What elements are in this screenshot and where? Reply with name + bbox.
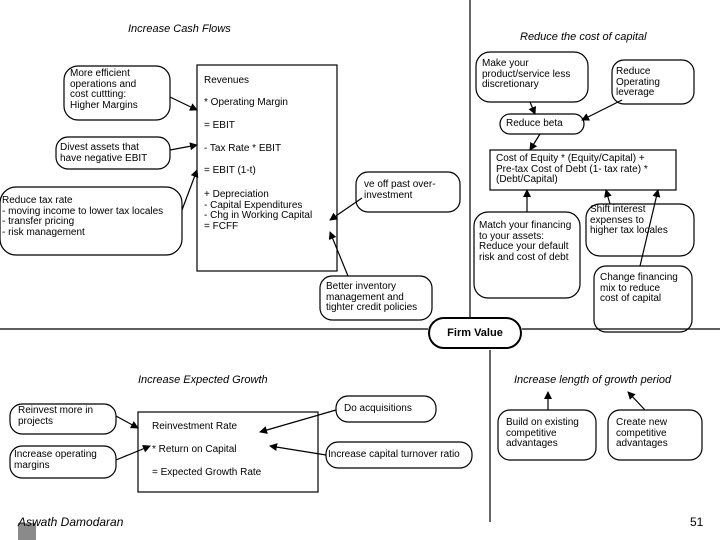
reinvest-text: Reinvest more in projects	[18, 405, 94, 427]
title-increase-growth-period: Increase length of growth period	[514, 374, 672, 386]
acquisitions-bubble	[335, 395, 437, 423]
divest-bubble	[55, 136, 171, 170]
title-increase-expected-growth: Increase Expected Growth	[138, 374, 268, 386]
fcff-ebit: = EBIT	[204, 120, 235, 131]
acquisitions-text: Do acquisitions	[344, 403, 412, 414]
growth-expected-rate: = Expected Growth Rate	[152, 467, 262, 478]
leverage-bubble	[611, 59, 695, 105]
efficient-ops-bubble	[63, 65, 171, 121]
discretionary-bubble	[475, 51, 589, 103]
arrow-create	[627, 391, 646, 411]
build-bubble	[497, 409, 597, 461]
reduce-tax-text: Reduce tax rate - moving income to lower…	[2, 195, 164, 238]
coe-formula-text: Cost of Equity * (Equity/Capital) + Pre-…	[496, 153, 648, 185]
footer-author: Aswath Damodaran	[18, 515, 124, 529]
reduce-tax-bubble	[0, 186, 183, 256]
coe-formula-box-border	[489, 149, 677, 191]
footer-page-number: 51	[690, 515, 704, 529]
divest-text: Divest assets that have negative EBIT	[60, 142, 148, 164]
arrow-inventory	[328, 231, 349, 277]
fcff-box-border	[196, 64, 338, 272]
build-text: Build on existing competitive advantages	[506, 417, 579, 449]
beta-bubble	[499, 113, 585, 135]
shift-interest-bubble	[585, 203, 695, 257]
cut-past-bubble	[355, 171, 461, 213]
arrow-discretionary	[528, 101, 536, 115]
growth-formula-box-border	[137, 411, 319, 493]
arrow-cut-past	[329, 197, 363, 221]
op-margins-text: Increase operating margins	[14, 449, 97, 471]
change-mix-text: Change financing mix to reduce cost of c…	[600, 272, 678, 304]
arrow-reinvest	[115, 415, 139, 429]
arrow-turnover	[269, 443, 327, 456]
arrow-efficient-ops	[169, 96, 198, 111]
inventory-bubble	[319, 275, 433, 321]
reinvest-bubble	[9, 403, 117, 435]
firm-value-node: Firm Value	[428, 317, 522, 349]
arrow-change-mix	[639, 189, 661, 267]
fcff-reinvestment: + Depreciation - Capital Expenditures - …	[204, 189, 313, 232]
title-reduce-cost-of-capital: Reduce the cost of capital	[520, 31, 647, 43]
match-financing-text: Match your financing to your assets: Red…	[479, 220, 572, 263]
beta-text: Reduce beta	[506, 118, 563, 129]
arrow-reduce-tax	[181, 169, 199, 211]
arrow-beta	[529, 133, 541, 151]
title-increase-cash-flows: Increase Cash Flows	[128, 23, 231, 35]
create-bubble	[607, 409, 703, 461]
change-mix-bubble	[593, 265, 693, 333]
create-text: Create new competitive advantages	[616, 417, 668, 449]
fcff-operating-margin: * Operating Margin	[204, 97, 288, 108]
op-margins-bubble	[9, 445, 117, 479]
leverage-text: Reduce Operating leverage	[616, 66, 660, 98]
efficient-ops-text: More efficient operations and cost cuttt…	[70, 68, 138, 111]
shift-interest-text: Shift interest expenses to higher tax lo…	[590, 204, 668, 236]
arrow-acquisitions	[259, 409, 337, 434]
fcff-ebit-1-t: = EBIT (1-t)	[204, 165, 256, 176]
arrow-leverage	[581, 99, 623, 121]
discretionary-text: Make your product/service less discretio…	[482, 58, 571, 90]
arrow-shift-interest	[604, 189, 612, 205]
footer-square	[18, 523, 36, 540]
arrow-divest	[169, 142, 198, 151]
fcff-tax: - Tax Rate * EBIT	[204, 143, 282, 154]
inventory-text: Better inventory management and tighter …	[326, 281, 418, 313]
fcff-revenues: Revenues	[204, 75, 250, 86]
turnover-text: Increase capital turnover ratio	[328, 449, 460, 460]
growth-return-on-capital: * Return on Capital	[152, 444, 237, 455]
arrow-op-margins	[115, 444, 151, 461]
cut-past-text: ve off past over- investment	[364, 179, 436, 201]
firm-value-label: Firm Value	[447, 327, 503, 339]
growth-reinvestment-rate: Reinvestment Rate	[152, 421, 238, 432]
